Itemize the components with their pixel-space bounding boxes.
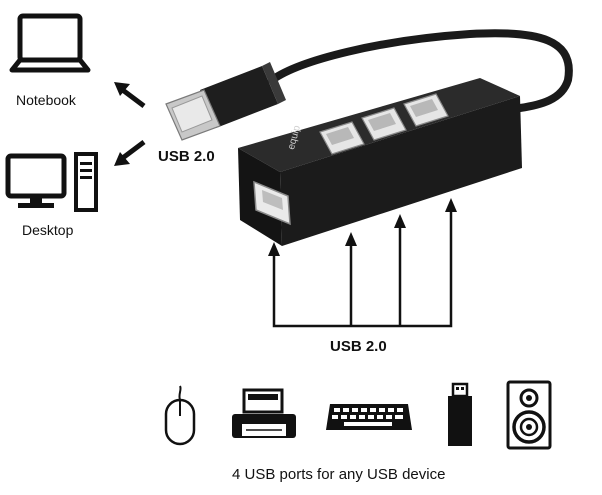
port-arrows: [272, 206, 453, 328]
speaker-icon: [506, 380, 552, 450]
keyboard-icon: [326, 404, 412, 430]
notebook-icon: [9, 13, 91, 73]
host-link-label: USB 2.0: [158, 148, 215, 165]
caption: 4 USB ports for any USB device: [232, 466, 446, 483]
arrow-to-notebook-icon: [114, 82, 146, 108]
top-port-2: [361, 107, 407, 141]
usb-plug: [165, 62, 286, 141]
top-port-3: [403, 93, 449, 127]
usb-stick-icon: [448, 382, 472, 446]
top-port-1: [319, 121, 365, 155]
ports-label: USB 2.0: [330, 338, 387, 355]
printer-icon: [232, 388, 296, 438]
desktop-icon: [5, 152, 98, 212]
arrow-to-desktop-icon: [114, 140, 146, 166]
hub-cable: [268, 29, 573, 112]
notebook-label: Notebook: [16, 92, 76, 108]
mouse-icon: [164, 385, 196, 446]
desktop-label: Desktop: [22, 222, 74, 238]
hub-body: [238, 78, 522, 246]
